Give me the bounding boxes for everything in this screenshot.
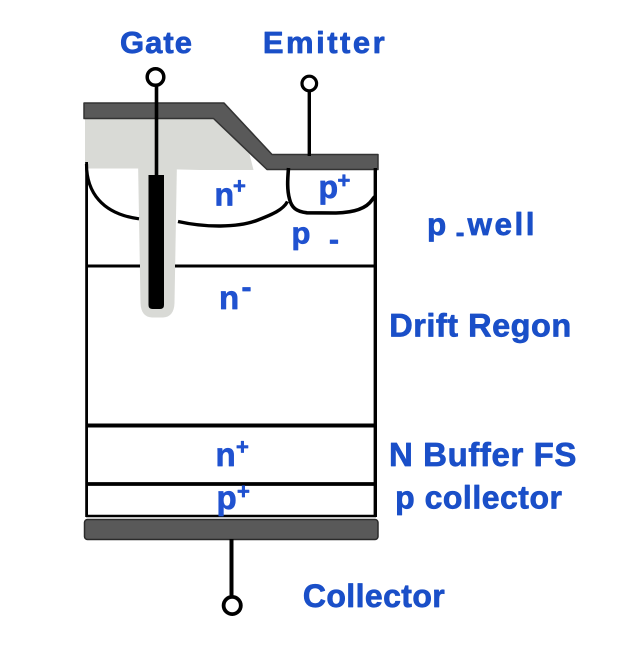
svg-text:p: p <box>217 479 237 516</box>
svg-text:n: n <box>215 177 235 213</box>
svg-text:-: - <box>456 217 465 247</box>
svg-text:+: + <box>236 435 249 460</box>
svg-text:p: p <box>427 206 446 242</box>
svg-text:Emitter: Emitter <box>263 25 387 60</box>
svg-text:p: p <box>292 216 311 251</box>
svg-text:Gate: Gate <box>120 25 193 60</box>
svg-text:n: n <box>219 279 239 316</box>
svg-text:Drift Regon: Drift Regon <box>389 308 571 344</box>
svg-text:p collector: p collector <box>395 480 562 516</box>
svg-text:+: + <box>338 168 351 193</box>
svg-text:+: + <box>237 479 250 504</box>
svg-text:-: - <box>329 224 339 257</box>
svg-text:N Buffer FS: N Buffer FS <box>389 436 577 473</box>
svg-text:n: n <box>216 436 236 473</box>
svg-text:Collector: Collector <box>303 578 445 614</box>
svg-text:+: + <box>233 174 246 199</box>
svg-text:-: - <box>242 271 252 304</box>
svg-text:p: p <box>319 169 339 205</box>
svg-text:well: well <box>467 206 538 242</box>
